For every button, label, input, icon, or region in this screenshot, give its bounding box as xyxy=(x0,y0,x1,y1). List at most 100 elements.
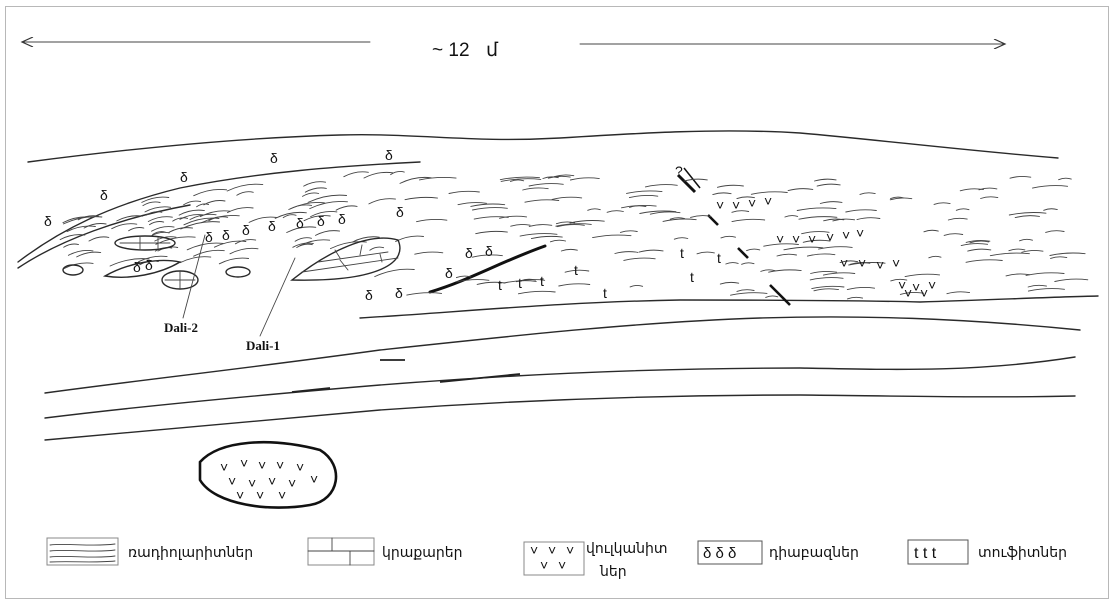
bedding-stroke xyxy=(303,193,319,196)
scale-unit: մ xyxy=(486,40,499,61)
fault-line-upper xyxy=(18,162,420,262)
bedding-stroke xyxy=(766,296,778,297)
bedding-stroke xyxy=(129,228,144,231)
bedding-stroke xyxy=(847,297,862,299)
lithology-symbol: δ xyxy=(365,287,373,303)
bedding-stroke xyxy=(1009,213,1046,215)
bedding-stroke xyxy=(684,179,707,181)
lithology-symbol: t xyxy=(518,275,522,291)
lithology-symbol: δ xyxy=(133,259,141,275)
lithology-symbol: ˅ xyxy=(256,487,264,503)
bedding-stroke xyxy=(518,291,555,293)
lower-bed-line-2 xyxy=(45,357,1075,418)
bedding-stroke xyxy=(990,253,1029,256)
limestone-lens-2 xyxy=(63,265,83,275)
bedding-stroke xyxy=(344,172,369,177)
bedding-stroke xyxy=(370,247,384,250)
lithology-symbol: δ xyxy=(396,204,404,220)
bedding-stroke xyxy=(552,197,582,199)
bedding-stroke xyxy=(559,284,590,286)
bedding-stroke xyxy=(149,221,163,224)
scale-bar: ~ 12 մ xyxy=(22,40,1005,61)
lithology-symbol: ˅ xyxy=(876,257,884,273)
bedding-stroke xyxy=(570,178,599,180)
bedding-stroke xyxy=(1028,285,1046,287)
lithology-symbol: δ xyxy=(242,222,250,238)
lithology-symbol: ˅ xyxy=(288,475,296,491)
bedding-stroke xyxy=(929,256,941,257)
lithology-symbol: ˅ xyxy=(920,285,928,301)
bedding-stroke xyxy=(237,192,254,196)
legend: ռադիոլարիտներ կրաքարեր վուլկանիտ ներ δ δ… xyxy=(47,538,1067,580)
lithology-symbol: ˅ xyxy=(732,197,740,213)
bedding-stroke xyxy=(561,249,577,251)
lithology-symbol: δ xyxy=(270,150,278,166)
legend-swatch-tuffs-text: t t t xyxy=(914,545,937,562)
bedding-stroke xyxy=(290,202,324,208)
lithology-symbol: ˅ xyxy=(808,231,816,247)
bedding-stroke xyxy=(511,224,530,226)
bedding-stroke xyxy=(820,202,842,204)
bedding-stroke xyxy=(184,201,201,205)
lithology-symbol: δ xyxy=(385,147,393,163)
bedding-stroke xyxy=(1033,186,1068,188)
lithology-symbol: δ xyxy=(485,243,493,259)
bedding-stroke xyxy=(1020,239,1033,240)
bedding-stroke xyxy=(934,203,950,205)
bedding-stroke xyxy=(77,252,101,257)
bedding-stroke xyxy=(924,230,938,232)
sample-labels: Dali-2 Dali-1 xyxy=(164,235,295,353)
question-mark: ? xyxy=(675,163,683,179)
bedding-stroke xyxy=(407,293,442,295)
bedding-stroke xyxy=(197,204,209,207)
lithology-symbol: ˅ xyxy=(296,459,304,475)
bedding-stroke xyxy=(214,241,246,247)
legend-item-limestones: կրաքարեր xyxy=(308,538,463,565)
slice-base-line xyxy=(360,296,1098,318)
lithology-symbol: ˅ xyxy=(548,542,556,558)
bedding-stroke xyxy=(230,248,258,253)
bedding-stroke xyxy=(523,188,549,190)
lithology-symbol: t xyxy=(540,273,544,289)
bedding-stroke xyxy=(797,208,836,211)
top-surface-line xyxy=(28,131,1058,162)
lithology-symbol: ˅ xyxy=(842,227,850,243)
bedding-stroke xyxy=(777,254,797,256)
bedding-stroke xyxy=(169,228,193,233)
bedding-stroke xyxy=(476,231,508,233)
lithology-symbol: ˅ xyxy=(716,197,724,213)
lithology-symbol: ˅ xyxy=(310,471,318,487)
lithology-symbol: ˅ xyxy=(764,193,772,209)
bedding-stroke xyxy=(289,205,312,210)
bedding-stroke xyxy=(742,263,754,264)
lithology-symbol: t xyxy=(690,269,694,285)
lithology-symbol: t xyxy=(498,277,502,293)
bedding-stroke xyxy=(391,171,405,174)
bedding-stroke xyxy=(1046,231,1065,233)
legend-item-radiolarites: ռադիոլարիտներ xyxy=(47,538,253,565)
lithology-symbol: t xyxy=(717,250,721,266)
bedding-stroke xyxy=(624,258,655,260)
lithology-symbol: ˅ xyxy=(904,285,912,301)
bedding-stroke xyxy=(529,184,563,186)
bedding-stroke xyxy=(721,236,736,238)
bedding-stroke xyxy=(948,218,967,220)
bedding-stroke xyxy=(645,185,677,187)
bedding-stroke xyxy=(890,198,912,200)
bedding-stroke xyxy=(369,199,396,204)
lithology-symbol: δ xyxy=(465,245,473,261)
bedding-stroke xyxy=(620,231,637,233)
bedding-stroke xyxy=(663,219,696,221)
bedding-stroke xyxy=(731,293,768,295)
lithology-symbol: t xyxy=(603,285,607,301)
bedding-stroke xyxy=(807,254,835,256)
bedding-stroke xyxy=(417,219,447,221)
bedding-stroke xyxy=(720,282,738,284)
bedding-stroke xyxy=(956,209,969,210)
lithology-symbol: ˅ xyxy=(858,255,866,271)
bedding-stroke xyxy=(227,208,253,213)
bedding-stroke xyxy=(627,191,663,193)
bedding-stroke xyxy=(1028,289,1064,291)
